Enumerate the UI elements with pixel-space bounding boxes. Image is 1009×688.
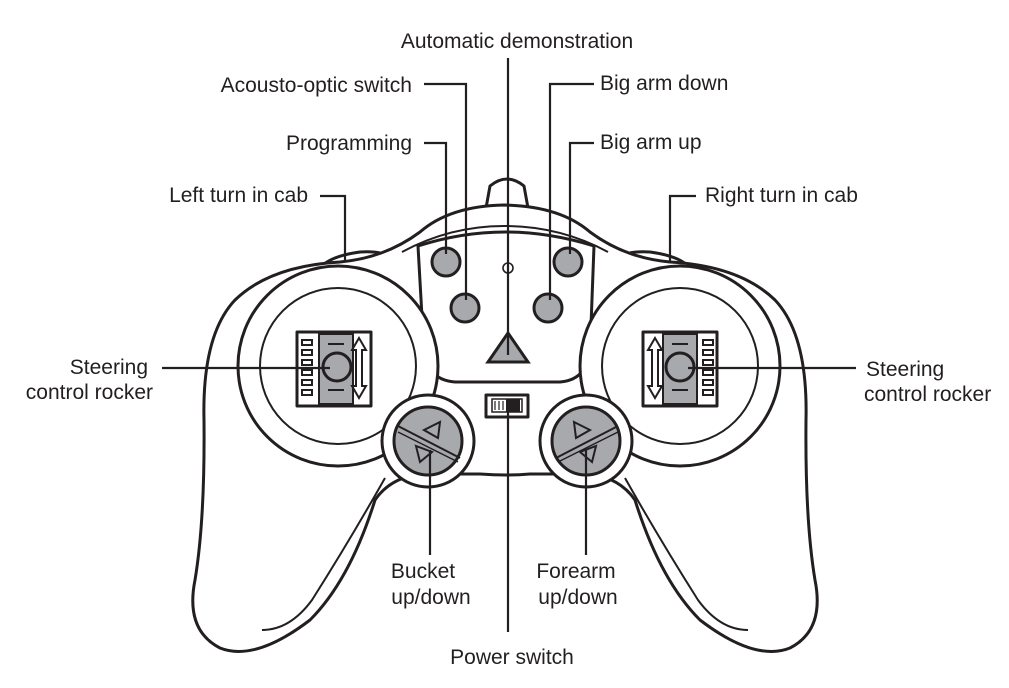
- label-programming: Programming: [286, 132, 412, 155]
- right-stick-ring-inner: [601, 287, 759, 445]
- right-dial-up-arrow-icon: [572, 420, 593, 440]
- label-bucket-line2: up/down: [391, 586, 470, 609]
- body-inner-contour: [401, 224, 609, 253]
- label-left-turn-in-cab: Left turn in cab: [169, 184, 308, 207]
- big-arm-down-button[interactable]: [532, 292, 564, 324]
- label-steering-left-line2: control rocker: [26, 381, 153, 404]
- label-steering-right-line2: control rocker: [864, 383, 991, 406]
- right-grip-seam: [624, 477, 749, 631]
- left-dial-down-arrow-icon: [414, 444, 434, 464]
- left-grip-seam: [261, 477, 386, 631]
- left-stick-ring-inner: [259, 287, 417, 445]
- label-big-arm-down: Big arm down: [600, 72, 728, 95]
- label-acousto-optic-switch: Acousto-optic switch: [221, 74, 412, 97]
- left-stick-arrow-icon: [350, 336, 368, 400]
- left-dial-area: [380, 393, 476, 489]
- label-steering-left-line1: Steering: [70, 356, 148, 379]
- big-arm-up-button[interactable]: [552, 246, 584, 278]
- right-stick-ladder: [702, 339, 714, 396]
- center-buttons: [430, 246, 584, 364]
- label-forearm-line2: up/down: [538, 586, 617, 609]
- label-automatic-demonstration: Automatic demonstration: [401, 30, 633, 53]
- label-forearm-line1: Forearm: [536, 560, 615, 583]
- leader-lines: [162, 58, 856, 632]
- power-switch-slider[interactable]: [506, 399, 520, 412]
- left-stick-ladder: [301, 339, 313, 396]
- callout-labels: Automatic demonstration Acousto-optic sw…: [26, 30, 991, 669]
- power-switch[interactable]: [484, 393, 530, 419]
- left-dial-up-arrow-icon: [421, 420, 442, 440]
- right-stick-area: [578, 264, 782, 468]
- label-bucket-line1: Bucket: [391, 560, 455, 583]
- label-right-turn-in-cab: Right turn in cab: [705, 184, 858, 207]
- right-stick-arrow-icon: [646, 336, 664, 400]
- label-steering-right-line1: Steering: [866, 358, 944, 381]
- label-power-switch: Power switch: [450, 646, 574, 669]
- label-big-arm-up: Big arm up: [600, 131, 702, 154]
